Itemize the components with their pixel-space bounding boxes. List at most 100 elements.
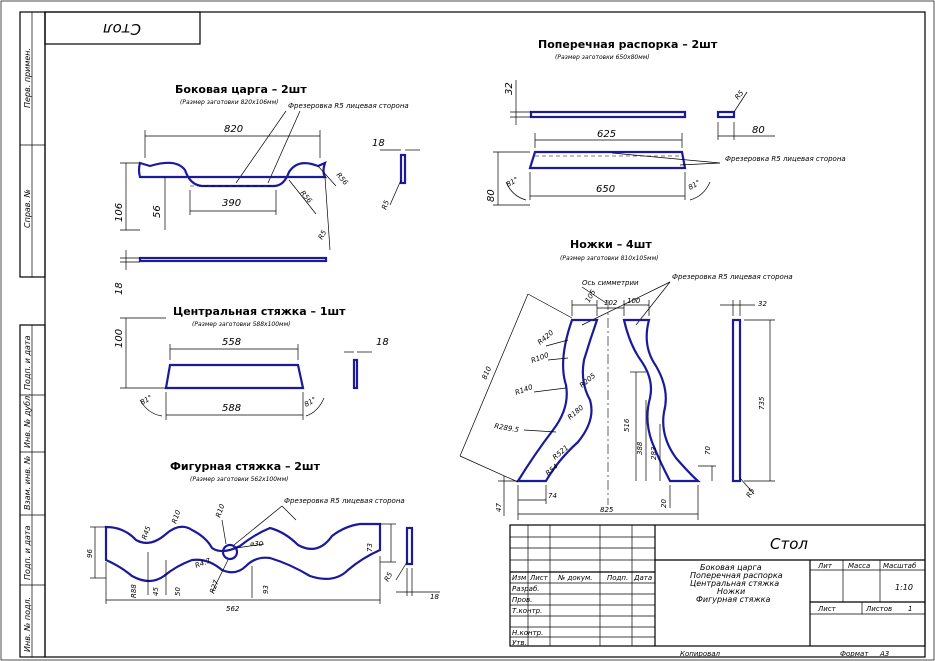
tb-part-1: Боковая царга [700, 563, 762, 572]
figurnaya-title: Фигурная стяжка – 2шт [170, 460, 321, 473]
nozhki-dim-r2895: R289.5 [494, 422, 520, 434]
poperechnaya-note: Фрезеровка R5 лицевая сторона [725, 155, 846, 163]
nozhki-title: Ножки – 4шт [570, 238, 652, 251]
nozhki-dim-r205: R205 [578, 371, 598, 389]
nozhki-left-leg [516, 318, 599, 483]
centralnaya-dim-a2: 81° [303, 396, 318, 409]
bokovaya-dim-inner: 56 [152, 205, 163, 218]
poperechnaya-dim-top: 625 [597, 129, 616, 140]
nozhki-dim-b47: 47 [495, 503, 503, 512]
bokovaya-note: Фрезеровка R5 лицевая сторона [288, 102, 409, 110]
tb-col-podp: Подп. [607, 574, 628, 582]
nozhki-dim-slant: 810 [481, 365, 494, 381]
left-side-strips: Перв. примен. Справ. № Подп. и дата Инв.… [19, 11, 46, 658]
nozhki-side-view [731, 318, 742, 483]
centralnaya-subtitle: (Размер заготовки 588х100мм) [192, 321, 290, 328]
centralnaya-dim-a1: 81° [139, 394, 154, 407]
bokovaya-dim-r4: R5 [380, 199, 391, 211]
nozhki-dim-width: 825 [600, 506, 614, 514]
nozhki-dim-r5: R5 [745, 486, 757, 499]
bokovaya-dim-bottom: 390 [222, 198, 241, 209]
tb-col-dokum: № докум. [557, 574, 593, 582]
poperechnaya-outline [528, 150, 687, 170]
figurnaya-outline [104, 522, 382, 583]
nozhki-dim-h283: 283 [650, 447, 658, 460]
tb-row-utv: Утв. [512, 639, 527, 647]
nozhki-dim-top2: 102 [604, 299, 618, 307]
tb-row-tkontr: Т.контр. [512, 607, 542, 615]
tb-lit: Лит [817, 562, 833, 570]
bokovaya-dim-r3: R5 [317, 228, 329, 241]
tb-part-5: Фигурная стяжка [696, 595, 771, 604]
nozhki-dim-r140: R140 [514, 383, 534, 397]
tb-part-2: Поперечная распорка [690, 571, 783, 580]
figurnaya-dim-v50: 50 [174, 587, 182, 596]
tb-name: Стол [770, 535, 808, 553]
tb-row-nkontr: Н.контр. [512, 629, 543, 637]
figurnaya-dim-r10a: R10 [170, 508, 182, 524]
tb-listov-val: 1 [908, 605, 912, 613]
figurnaya-hole [221, 543, 239, 561]
side-label-vzam: Взам. инв. № [23, 456, 32, 510]
part-figurnaya-styazhka: Фигурная стяжка – 2шт (Размер заготовки … [86, 460, 440, 613]
figurnaya-dim-r5: R5 [383, 570, 395, 583]
centralnaya-outline [164, 363, 305, 390]
nozhki-axis-label: Ось симметрии [582, 279, 639, 287]
nozhki-dim-b74: 74 [548, 492, 557, 500]
nozhki-note: Фрезеровка R5 лицевая сторона [672, 273, 793, 281]
nozhki-dim-b20: 20 [660, 499, 668, 508]
poperechnaya-dim-height: 80 [486, 189, 497, 202]
figurnaya-dim-thk: 18 [430, 593, 439, 601]
figurnaya-dim-v93: 93 [262, 585, 270, 594]
side-label-podp1: Подп. и дата [23, 335, 32, 390]
nozhki-dim-h70: 70 [704, 446, 712, 455]
poperechnaya-dim-w: 80 [752, 125, 765, 136]
figurnaya-dim-h2: 73 [366, 543, 374, 552]
nozhki-dim-thk: 32 [758, 300, 767, 308]
bokovaya-subtitle: (Размер заготовки 820х106мм) [180, 99, 278, 106]
nozhki-subtitle: (Размер заготовки 810х105мм) [560, 255, 658, 262]
figurnaya-dim-r45: R45 [140, 524, 152, 540]
centralnaya-dim-height: 100 [114, 329, 125, 348]
bokovaya-dim-height: 106 [114, 203, 125, 222]
tb-scale: 1:10 [895, 583, 913, 592]
bokovaya-outline [137, 161, 327, 188]
side-label-sprav: Справ. № [23, 189, 32, 228]
tb-massa: Масса [848, 562, 870, 570]
figurnaya-dim-r27: R27 [208, 578, 220, 594]
poperechnaya-title: Поперечная распорка – 2шт [538, 38, 718, 51]
tb-list: Лист [817, 605, 837, 613]
part-poperechnaya-rasporka: Поперечная распорка – 2шт (Размер загото… [486, 38, 846, 206]
tb-part-4: Ножки [717, 587, 745, 596]
centralnaya-dim-thk: 18 [376, 337, 389, 348]
figurnaya-dim-v45: 45 [152, 587, 160, 596]
bokovaya-dim-r1: R56 [334, 171, 349, 187]
bokovaya-dim-thk: 18 [372, 138, 385, 149]
poperechnaya-dim-bottom: 650 [596, 184, 615, 195]
nozhki-dim-r100: R100 [530, 351, 550, 365]
tb-col-list: Лист [529, 574, 549, 582]
poperechnaya-subtitle: (Размер заготовки 650х80мм) [555, 54, 650, 61]
figurnaya-dim-length: 562 [226, 605, 240, 613]
figurnaya-dim-r10b: R10 [214, 502, 226, 518]
tb-col-data: Дата [633, 574, 652, 582]
side-label-dubl: Инв. № дубл. [23, 393, 32, 448]
tb-row-razrab: Разраб. [512, 585, 540, 593]
tb-col-izm: Изм [512, 574, 527, 582]
nozhki-dim-h735: 735 [758, 396, 766, 410]
nozhki-right-leg [622, 318, 701, 483]
tb-format-label: Формат [840, 650, 869, 658]
tb-kopiroval: Копировал [680, 650, 721, 658]
figurnaya-dim-h1: 96 [86, 549, 94, 558]
part-centralnaya-styazhka: Центральная стяжка – 1шт (Размер заготов… [114, 305, 389, 420]
bokovaya-dim-thk2: 18 [114, 282, 125, 295]
title-block: Изм Лист № докум. Подп. Дата Разраб. Про… [509, 524, 926, 658]
centralnaya-dim-bottom: 588 [222, 403, 241, 414]
bokovaya-dim-length: 820 [224, 124, 243, 135]
side-label-perv: Перв. примен. [23, 48, 32, 108]
nozhki-dim-h516: 516 [623, 418, 631, 432]
figurnaya-dim-r88: R88 [130, 584, 138, 598]
bokovaya-dim-r2: R56 [298, 189, 313, 205]
